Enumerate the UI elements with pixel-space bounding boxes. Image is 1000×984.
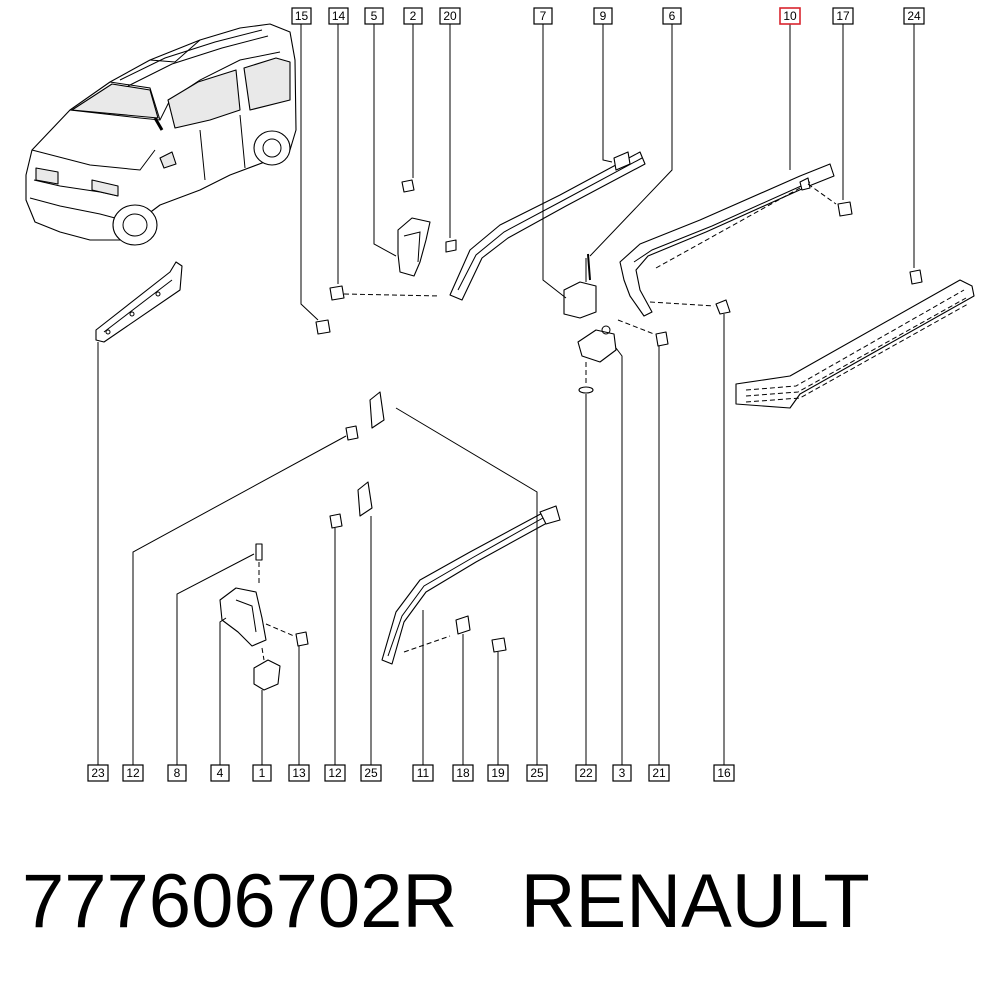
callout-13: 13 bbox=[288, 764, 310, 782]
svg-text:24: 24 bbox=[907, 9, 921, 23]
svg-text:1: 1 bbox=[259, 766, 266, 780]
callout-5: 5 bbox=[364, 7, 384, 25]
parts-drawing bbox=[95, 151, 975, 691]
callout-10-highlighted: 10 bbox=[779, 7, 801, 25]
callout-14: 14 bbox=[328, 7, 349, 25]
svg-text:15: 15 bbox=[295, 9, 309, 23]
part-number: 777606702R bbox=[22, 859, 458, 944]
callout-19: 19 bbox=[487, 764, 509, 782]
svg-text:12: 12 bbox=[126, 766, 140, 780]
part-number-caption: 777606702R RENAULT bbox=[22, 858, 870, 945]
callout-9: 9 bbox=[593, 7, 613, 25]
callout-18: 18 bbox=[452, 764, 474, 782]
svg-text:14: 14 bbox=[332, 9, 346, 23]
svg-text:6: 6 bbox=[669, 9, 676, 23]
callout-15: 15 bbox=[291, 7, 312, 25]
callout-23: 23 bbox=[87, 764, 109, 782]
svg-text:8: 8 bbox=[174, 766, 181, 780]
svg-text:10: 10 bbox=[783, 9, 797, 23]
svg-text:3: 3 bbox=[619, 766, 626, 780]
leader-lines bbox=[97, 24, 915, 765]
callout-3: 3 bbox=[612, 764, 632, 782]
svg-text:25: 25 bbox=[530, 766, 544, 780]
svg-text:12: 12 bbox=[328, 766, 342, 780]
callouts-top: 15 14 5 2 20 7 9 6 bbox=[291, 7, 925, 25]
callout-20: 20 bbox=[439, 7, 461, 25]
vehicle-illustration bbox=[25, 23, 297, 246]
svg-text:23: 23 bbox=[91, 766, 105, 780]
svg-text:17: 17 bbox=[836, 9, 850, 23]
svg-text:25: 25 bbox=[364, 766, 378, 780]
callout-21: 21 bbox=[648, 764, 670, 782]
callout-22: 22 bbox=[575, 764, 597, 782]
svg-text:22: 22 bbox=[579, 766, 593, 780]
callout-6: 6 bbox=[662, 7, 682, 25]
callout-12: 12 bbox=[122, 764, 144, 782]
svg-text:13: 13 bbox=[292, 766, 306, 780]
callout-24: 24 bbox=[903, 7, 925, 25]
svg-text:9: 9 bbox=[600, 9, 607, 23]
callout-1: 1 bbox=[252, 764, 272, 782]
callout-4: 4 bbox=[210, 764, 230, 782]
svg-text:18: 18 bbox=[456, 766, 470, 780]
callout-17: 17 bbox=[832, 7, 854, 25]
svg-text:16: 16 bbox=[717, 766, 731, 780]
svg-text:19: 19 bbox=[491, 766, 505, 780]
svg-text:21: 21 bbox=[652, 766, 666, 780]
svg-text:7: 7 bbox=[540, 9, 547, 23]
callout-25b: 25 bbox=[526, 764, 548, 782]
svg-text:2: 2 bbox=[410, 9, 417, 23]
callouts-bottom: 23 12 8 4 1 13 12 25 bbox=[87, 764, 735, 782]
callout-11: 11 bbox=[412, 764, 434, 782]
callout-25: 25 bbox=[360, 764, 382, 782]
callout-12b: 12 bbox=[324, 764, 346, 782]
callout-8: 8 bbox=[167, 764, 187, 782]
svg-text:4: 4 bbox=[217, 766, 224, 780]
svg-text:5: 5 bbox=[371, 9, 378, 23]
svg-text:20: 20 bbox=[443, 9, 457, 23]
svg-text:11: 11 bbox=[417, 766, 430, 780]
callout-16: 16 bbox=[713, 764, 735, 782]
callout-2: 2 bbox=[403, 7, 423, 25]
callout-7: 7 bbox=[533, 7, 553, 25]
brand-name: RENAULT bbox=[520, 859, 870, 944]
